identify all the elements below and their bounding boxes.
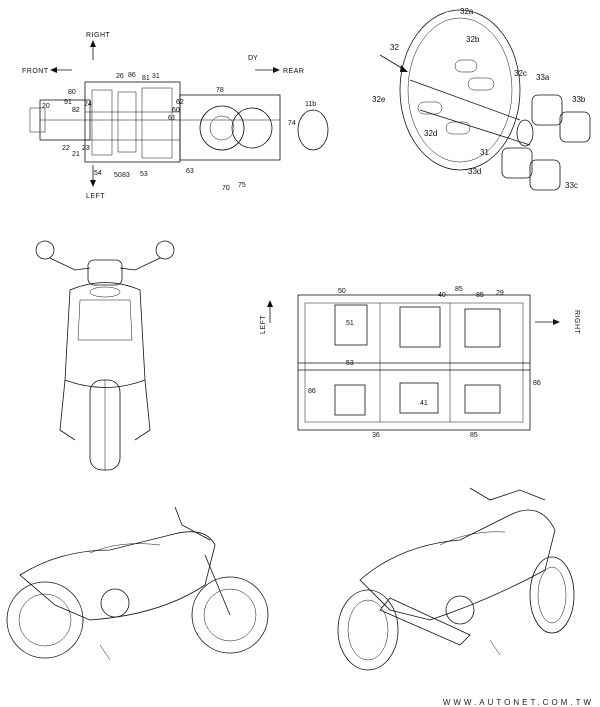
part-label: 82 <box>72 107 80 114</box>
direction-right-label: RIGHT <box>86 32 111 39</box>
part-label: 70 <box>222 185 230 192</box>
part-label: 62 <box>176 99 184 106</box>
part-label: 29 <box>496 290 504 297</box>
part-label: 32 <box>390 43 399 52</box>
part-label: 91 <box>64 99 72 106</box>
part-label: 33d <box>468 167 481 176</box>
part-label: 41 <box>420 400 428 407</box>
part-label: 86 <box>128 72 136 79</box>
part-label: 50 <box>114 172 122 179</box>
part-label: 85 <box>470 432 478 439</box>
part-label: 21 <box>72 151 80 158</box>
part-label: 20 <box>42 103 50 110</box>
part-label: 86 <box>308 388 316 395</box>
part-label: 63 <box>186 168 194 175</box>
direction-rear-label: REAR <box>283 68 304 75</box>
motorcycle-front-view <box>20 230 220 480</box>
engine-top-view-diagram: RIGHT FRONT REAR LEFT DY 20 80 91 82 24 … <box>0 0 340 220</box>
part-label: 32a <box>460 7 474 16</box>
motorcycle-side-view <box>0 495 280 675</box>
part-label: 51 <box>346 320 354 327</box>
part-label: 61 <box>168 115 176 122</box>
transmission-section-diagram: LEFT RIGHT 50 85 40 85 29 51 53 86 41 86… <box>250 275 600 450</box>
part-label: 53 <box>140 171 148 178</box>
part-label: 53 <box>346 360 354 367</box>
direction-left-label: LEFT <box>86 193 105 200</box>
part-label: 22 <box>62 145 70 152</box>
part-label: 80 <box>68 89 76 96</box>
part-label: 32b <box>466 35 480 44</box>
watermark-text: WWW.AUTONET.COM.TW <box>442 698 594 707</box>
part-label: 26 <box>116 73 124 80</box>
direction-right-label: RIGHT <box>573 310 580 335</box>
dy-label: DY <box>248 55 258 62</box>
gear-assembly-diagram: 32 32a 32b 32c 32e 32d 31 33a 33b 33d 33… <box>360 0 600 200</box>
part-label: 81 <box>142 75 150 82</box>
part-label: 33a <box>536 73 550 82</box>
part-label: 33c <box>565 181 578 190</box>
part-label: 11b <box>305 101 316 108</box>
part-label: 60 <box>172 107 180 114</box>
part-label: 40 <box>438 292 446 299</box>
part-label: 86 <box>533 380 541 387</box>
part-label: 24 <box>84 101 92 108</box>
part-label: 33b <box>572 95 586 104</box>
part-label: 83 <box>122 172 130 179</box>
part-label: 32e <box>372 95 386 104</box>
part-label: 36 <box>372 432 380 439</box>
part-label: 54 <box>94 170 102 177</box>
part-label: 32c <box>514 69 527 78</box>
part-label: 85 <box>455 286 463 293</box>
part-label: 75 <box>238 182 246 189</box>
part-label: 32d <box>424 129 437 138</box>
part-label: 31 <box>152 73 160 80</box>
direction-front-label: FRONT <box>22 68 49 75</box>
part-label: 85 <box>476 292 484 299</box>
part-label: 23 <box>82 145 90 152</box>
part-label: 74 <box>288 120 296 127</box>
motorcycle-three-quarter-view <box>320 470 600 680</box>
part-label: 78 <box>216 87 224 94</box>
part-label: 50 <box>338 288 346 295</box>
direction-left-label: LEFT <box>260 315 267 334</box>
part-label: 31 <box>480 148 489 157</box>
